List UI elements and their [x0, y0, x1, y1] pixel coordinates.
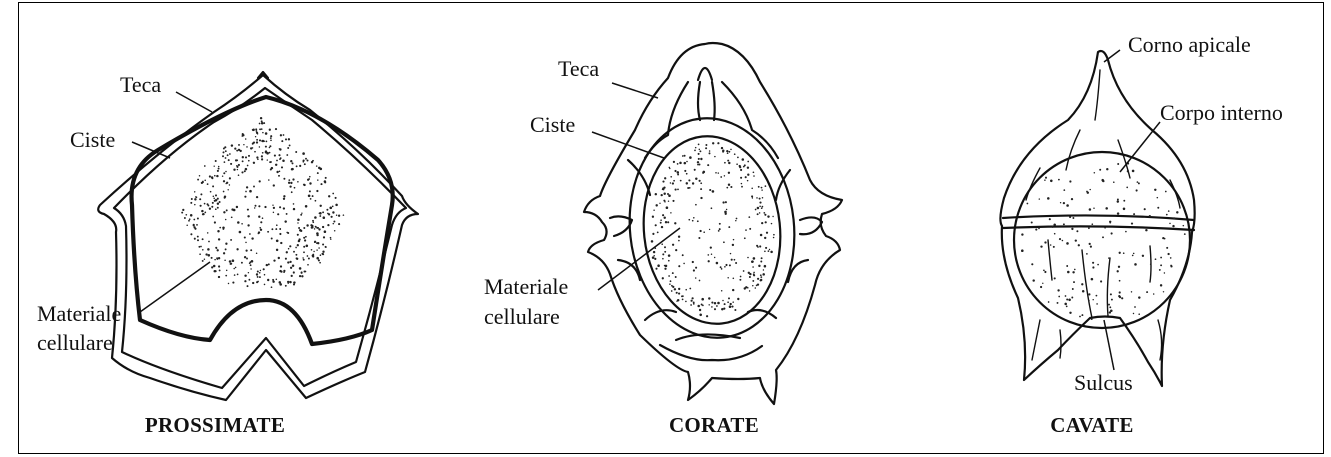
proximate-material-leader — [140, 262, 210, 312]
proximate-cyst-wall — [132, 97, 393, 344]
cavate-body-stipple — [1021, 162, 1186, 320]
proximate-label-teca: Teca — [120, 72, 161, 97]
chorate-cyst-figure: Teca Ciste Materiale cellulare CORATE — [484, 43, 842, 437]
chorate-cyst-wall — [619, 110, 805, 346]
proximate-theca-outline — [98, 75, 418, 400]
chorate-label-materiale: Materiale — [484, 274, 568, 299]
chorate-cyst-inner — [635, 129, 790, 330]
cavate-cyst-figure: Corno apicale Corpo interno Sulcus CAVAT… — [1000, 32, 1282, 437]
cavate-label-corno: Corno apicale — [1128, 32, 1251, 57]
chorate-apex — [698, 68, 712, 80]
proximate-theca-inner-wall — [114, 88, 406, 388]
chorate-label-teca: Teca — [558, 56, 599, 81]
proximate-label-materiale: Materiale — [37, 301, 121, 326]
cavate-cingulum-bottom — [1003, 226, 1194, 230]
proximate-label-cellulare: cellulare — [37, 330, 113, 355]
cavate-body-leader — [1120, 122, 1160, 172]
cavate-inner-body — [1014, 152, 1190, 328]
chorate-teca-leader — [612, 83, 658, 98]
proximate-label-ciste: Ciste — [70, 127, 115, 152]
proximate-cell-material — [181, 117, 344, 288]
chorate-caption: CORATE — [669, 413, 759, 437]
proximate-cyst-figure: Teca Ciste Materiale cellulare PROSSIMAT… — [37, 72, 418, 437]
chorate-label-cellulare: cellulare — [484, 304, 560, 329]
chorate-material-leader — [598, 228, 680, 290]
cavate-label-corpo: Corpo interno — [1160, 100, 1283, 125]
cavate-label-sulcus: Sulcus — [1074, 370, 1133, 395]
chorate-processes — [610, 82, 822, 360]
proximate-teca-leader — [176, 92, 212, 112]
chorate-label-ciste: Ciste — [530, 112, 575, 137]
chorate-cell-material — [651, 142, 775, 317]
cavate-cingulum-top — [1003, 215, 1194, 220]
cavate-caption: CAVATE — [1050, 413, 1134, 437]
proximate-caption: PROSSIMATE — [145, 413, 285, 437]
